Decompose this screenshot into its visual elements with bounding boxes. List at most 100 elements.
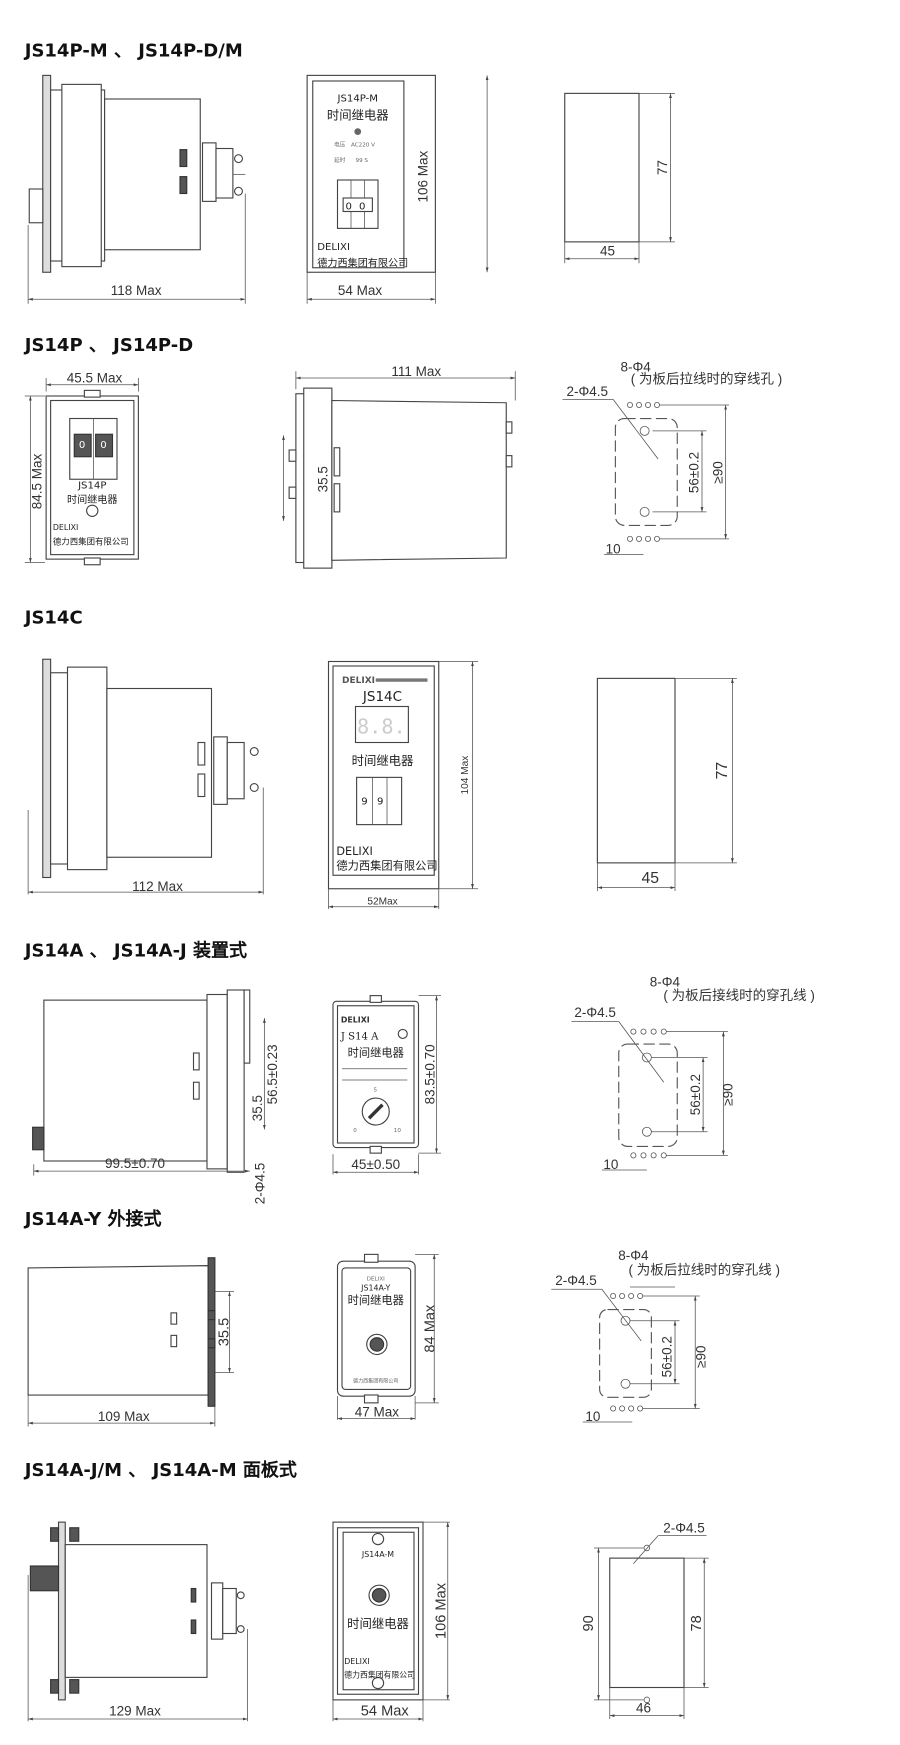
drawing-rect <box>64 1544 208 1678</box>
dim-width: 45±0.50 <box>351 1157 400 1172</box>
drawing-rect <box>50 1679 60 1694</box>
drawing-rect <box>243 989 251 1064</box>
thumbwheel-switch: 0 0 <box>336 179 379 229</box>
dim-min: ≥90 <box>720 1083 735 1105</box>
drawing-rect <box>222 1587 237 1635</box>
drawing-rect <box>210 1582 224 1640</box>
drawing-circle <box>236 1625 245 1633</box>
drawing-rect <box>226 989 245 1173</box>
front-view: DELIXI JS14A-Y 时间继电器 德力西集团有限公司 84 Max 47… <box>336 1253 439 1421</box>
side-view: 112 Max <box>27 658 264 895</box>
drawing-circle <box>234 186 243 196</box>
drawing-circle <box>650 1028 657 1035</box>
drawing-circle <box>643 1696 651 1704</box>
dim-pitch: 35.5 <box>315 466 330 492</box>
section-js14p-m: JS14P-M 、 JS14P-D/M 118 Max JS14P-M 时间继电… <box>23 40 675 304</box>
dim-pitch: 35.5 <box>250 1095 265 1121</box>
drawing-rect <box>179 149 188 168</box>
product-name: 时间继电器 <box>327 108 389 122</box>
drawing-rect <box>83 557 101 566</box>
drawing-circle <box>236 1591 245 1600</box>
drawing-rect <box>342 197 373 213</box>
mounting-holes: 8-Φ4 ( 为板后接线时的穿孔线 ) 2-Φ4.5 56±0.2 ≥90 10 <box>571 975 815 1172</box>
panel-cutout: 77 45 <box>596 677 737 891</box>
drawing-circle <box>627 402 633 408</box>
drawing-rect <box>333 483 341 513</box>
mounting-holes: 8-Φ4 ( 为板后拉线时的穿孔线 ) 2-Φ4.5 56±0.2 ≥90 10 <box>551 1248 780 1424</box>
drawing-rect <box>207 1310 216 1321</box>
mounting-screw-icon <box>371 1532 385 1546</box>
dim-height: 77 <box>655 160 670 175</box>
product-name: 时间继电器 <box>348 1294 404 1307</box>
drawing-rect <box>57 1521 66 1701</box>
drawing-rect <box>505 421 513 434</box>
dim-spacing: 56±0.2 <box>688 1074 703 1115</box>
drawing-rect <box>312 80 405 269</box>
drawing-circle <box>630 1152 637 1159</box>
drawing-circle <box>639 425 650 436</box>
drawing-circle <box>650 1152 657 1159</box>
drawing-rect <box>73 433 92 458</box>
drawing-path <box>331 399 507 561</box>
drawing-rect <box>69 1527 80 1542</box>
dim-height: 104 Max <box>460 756 471 795</box>
drawing-circle <box>654 402 660 408</box>
drawing-rect <box>336 1005 415 1144</box>
drawing-path <box>27 1265 209 1396</box>
drawing-rect <box>190 1619 197 1635</box>
dim-width: 52Max <box>367 897 397 908</box>
drawing-circle <box>619 1293 626 1299</box>
drawing-circle <box>628 1405 635 1412</box>
model-label: JS14A-M <box>361 1550 394 1559</box>
drawing-rect <box>356 776 403 826</box>
drawing-circle <box>637 1405 644 1412</box>
delay-label: 延时 <box>334 156 346 164</box>
drawing-line <box>618 1021 665 1083</box>
drawing-circle <box>610 1293 617 1299</box>
drawing-rect <box>95 433 114 458</box>
dim-min: ≥90 <box>710 461 725 483</box>
drawing-rect <box>207 1257 216 1407</box>
brand-label: DELIXI <box>317 242 350 253</box>
drawing-rect <box>197 773 206 798</box>
drawing-circle <box>636 535 642 542</box>
dim-pitch: 10 <box>585 1409 600 1424</box>
dial-mark: 10 <box>394 1128 402 1134</box>
drawing-circle <box>639 506 650 517</box>
mounting-screw-icon <box>371 1676 385 1690</box>
model-label: JS14P <box>77 480 106 491</box>
pin-hole-note: ( 为板后接线时的穿孔线 ) <box>663 987 815 1003</box>
drawing-circle <box>636 402 642 408</box>
drawing-rect <box>288 449 297 462</box>
drawing-rect <box>104 98 201 251</box>
front-view: 0 0 JS14P 时间继电器 DELIXI 德力西集团有限公司 45.5 Ma… <box>24 371 139 566</box>
front-view: JS14P-M 时间继电器 电压 AC220 V 延时 99 S 0 0 DEL… <box>306 74 489 304</box>
dim-width: 47 Max <box>355 1404 400 1419</box>
adjust-knob-icon <box>29 1565 60 1592</box>
side-view: 129 Max <box>27 1521 248 1722</box>
brand-logo: DELIXI <box>367 1276 385 1282</box>
company-label: 德力西集团有限公司 <box>317 257 408 270</box>
section-title: JS14A-Y 外接式 <box>23 1208 162 1230</box>
drawing-rect <box>50 1527 60 1542</box>
drawing-circle <box>610 1405 617 1412</box>
drawing-rect <box>66 666 108 871</box>
dim-width: 54 Max <box>338 283 383 298</box>
dim-pitch: 10 <box>606 542 621 557</box>
drawing-line <box>633 1535 659 1565</box>
reset-knob-icon <box>86 504 99 517</box>
mount-hole-label: 2-Φ4.5 <box>566 384 608 399</box>
drawing-rect <box>106 687 213 858</box>
product-name: 时间继电器 <box>352 754 414 768</box>
drawing-circle <box>645 535 651 542</box>
drawing-circle <box>620 1378 631 1389</box>
drawing-rect <box>213 736 228 805</box>
digit: 9 <box>361 796 367 807</box>
section-title: JS14P 、 JS14P-D <box>23 335 193 356</box>
drawing-circle <box>660 1152 667 1159</box>
dim-height: 83.5±0.70 <box>422 1044 437 1104</box>
pin-hole-note: ( 为板后拉线时的穿孔线 ) <box>629 1263 781 1278</box>
drawing-rect <box>201 142 217 202</box>
dim-pitch: 35.5 <box>216 1318 232 1346</box>
section-js14c: JS14C 112 Max DELIXI JS14C 8.8. 时间继电器 9 … <box>23 607 737 909</box>
